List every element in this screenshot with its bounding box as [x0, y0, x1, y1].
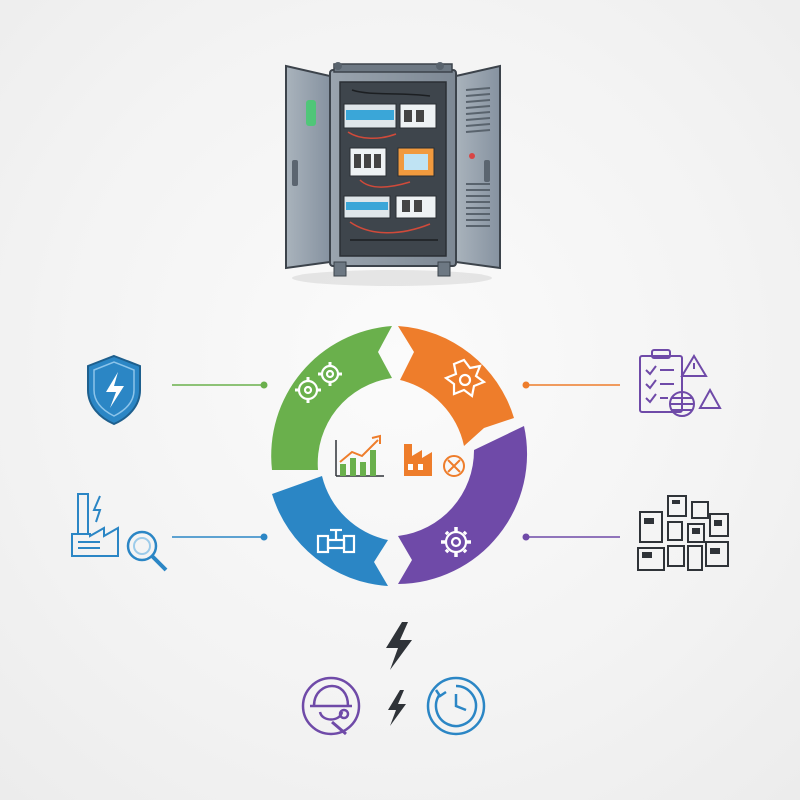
connector-lines — [172, 381, 620, 541]
growth-chart-icon — [335, 434, 384, 477]
indicator-light-green — [306, 100, 316, 126]
equipment-cabinets-icon — [637, 495, 729, 571]
clock-cycle-icon — [426, 676, 486, 736]
factory-stop-icon — [404, 444, 465, 477]
breakdown-icon — [443, 358, 487, 398]
shield-lightning-icon — [87, 354, 141, 426]
gear-icon — [441, 527, 471, 557]
green-segment — [271, 326, 392, 470]
electrical-cabinet — [285, 62, 501, 286]
lightning-icon — [386, 622, 412, 670]
checklist-warning-icon — [639, 349, 722, 417]
pipe-valve-icon — [316, 528, 356, 554]
technician-wrench-icon — [301, 676, 361, 736]
purple-segment — [398, 426, 528, 584]
gears-icon — [295, 362, 342, 403]
small-lightning-icon — [388, 690, 406, 726]
orange-segment — [398, 326, 514, 446]
cabinet-right-door — [455, 64, 501, 270]
factory-inspection-icon — [71, 493, 168, 572]
cycle-ring — [271, 326, 528, 586]
